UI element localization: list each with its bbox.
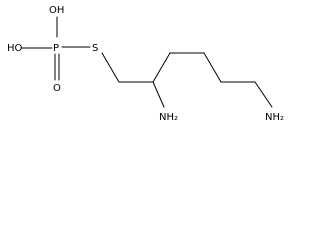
atom-label-amine-terminal: NH₂ [265,112,284,123]
bonds [21,16,273,108]
chemical-structure: OH HO P O S NH₂ NH₂ [7,5,284,123]
atom-label-oxygen: O [53,83,61,94]
atom-labels: OH HO P O S NH₂ NH₂ [7,5,284,123]
atom-label-amine-secondary: NH₂ [159,112,178,123]
bond-s-c1 [101,52,120,83]
atom-label-sulfur: S [92,43,98,54]
atom-label-phosphorus: P [53,43,59,54]
atom-label-ho-left: HO [7,43,23,54]
bond-c4-c5 [203,52,222,83]
bond-c2-n [152,81,165,108]
bond-c6-n [254,81,273,108]
bond-c2-c3 [152,52,171,83]
atom-label-oh-top: OH [49,5,64,16]
